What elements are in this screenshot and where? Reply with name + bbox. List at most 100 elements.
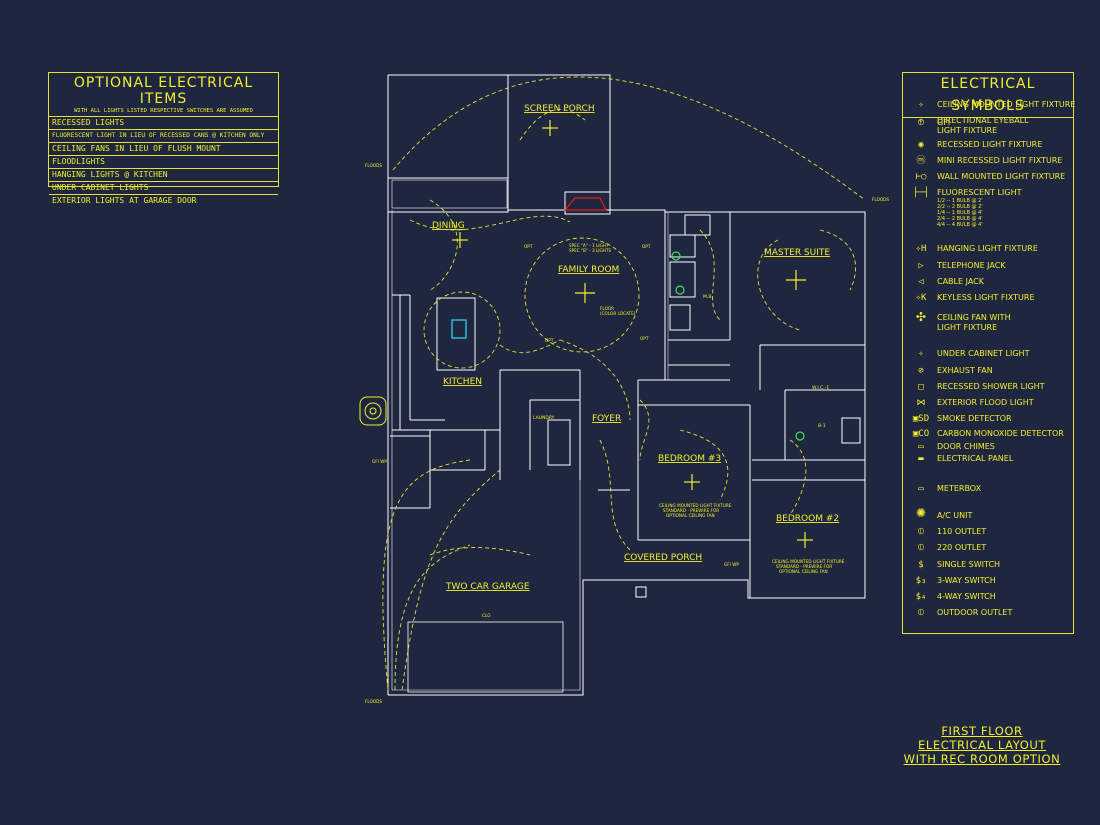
optional-item: RECESSED LIGHTS xyxy=(49,117,278,130)
color-locate-note: (COLOR LOCATE) xyxy=(600,311,636,316)
telephone-jack-icon: ▷ xyxy=(918,261,924,271)
outlet-220-icon: ⦶ xyxy=(917,543,925,553)
symbol-label: A/C UNIT xyxy=(937,511,972,521)
ceiling-note: OPTIONAL CEILING FAN xyxy=(779,569,828,574)
exhaust-fan-icon: ⊘ xyxy=(918,366,924,376)
symbol-label-line: SMOKE DETECTOR xyxy=(937,414,1012,423)
symbol-label-line: EXTERIOR FLOOD LIGHT xyxy=(937,398,1034,407)
room-label-kitchen: KITCHEN xyxy=(443,377,482,387)
spec-note: SPEC "A" - 1 LIGHT xyxy=(569,243,609,248)
symbol-label: 110 OUTLET xyxy=(937,527,986,537)
room-label-foyer: FOYER xyxy=(592,414,621,424)
optional-item: UNDER CABINET LIGHTS xyxy=(49,182,278,195)
symbol-label: 4-WAY SWITCH xyxy=(937,592,996,602)
floor-note: FLOOR xyxy=(600,306,614,311)
symbol-label-line: OUTDOOR OUTLET xyxy=(937,608,1013,617)
floor-plan: SCREEN PORCH DINING FAMILY ROOM MASTER S… xyxy=(359,74,889,704)
ceiling-note: OPTIONAL CEILING FAN xyxy=(666,513,715,518)
symbol-sub-note: 1/4 -- 1 BULB @ 4' xyxy=(937,210,983,216)
symbol-label: RECESSED SHOWER LIGHT xyxy=(937,382,1045,392)
optional-items-subtitle: WITH ALL LIGHTS LISTED RESPECTIVE SWITCH… xyxy=(49,107,278,117)
opt-note: OPT xyxy=(524,244,533,249)
fireplace-outline xyxy=(563,197,607,211)
opt-note: OPT xyxy=(545,338,554,343)
symbol-label: SINGLE SWITCH xyxy=(937,560,1000,570)
ceiling-note: STANDARD - PREWIRE FOR xyxy=(776,564,832,569)
electrical-panel-icon: ▬ xyxy=(918,454,924,464)
room-label-bedroom-3: BEDROOM #3 xyxy=(658,454,721,464)
symbol-label: CARBON MONOXIDE DETECTOR xyxy=(937,429,1064,439)
symbol-label: RECESSED LIGHT FIXTURE xyxy=(937,140,1042,150)
island-sink-outline xyxy=(451,319,467,339)
room-label-wic: W.I.C.-1 xyxy=(812,385,829,391)
mini-recessed-light-icon: ⓜ xyxy=(916,156,926,166)
symbol-label: METERBOX xyxy=(937,484,981,494)
clg-note: CLG xyxy=(482,613,491,618)
outdoor-outlet-icon: ⦶ xyxy=(917,608,925,618)
bath-fixture-marker xyxy=(675,285,685,295)
symbol-label-line: 3-WAY SWITCH xyxy=(937,576,996,585)
optional-item: HANGING LIGHTS @ KITCHEN xyxy=(49,169,278,182)
symbol-label: DOOR CHIMES xyxy=(937,442,995,452)
door-chimes-icon: ▭ xyxy=(918,442,924,452)
symbol-label-line: RECESSED LIGHT FIXTURE xyxy=(937,140,1043,149)
symbol-sub-note: 2/4 -- 2 BULB @ 4' xyxy=(937,216,983,222)
symbol-label-line: DIRECTIONAL EYEBALL xyxy=(937,116,1029,125)
symbol-label-line: LIGHT FIXTURE xyxy=(937,323,998,332)
symbol-sub-note: 2/2 -- 2 BULB @ 2' xyxy=(937,204,983,210)
symbol-label-line: 110 OUTLET xyxy=(937,527,987,536)
opt-note: OPT xyxy=(640,336,649,341)
flood-light-icon: ⋈ xyxy=(916,398,926,408)
symbol-label-line: MINI RECESSED LIGHT FIXTURE xyxy=(937,156,1063,165)
symbol-label: CEILING MOUNTED LIGHT FIXTURE xyxy=(937,100,1075,110)
four-way-switch-icon: $₄ xyxy=(915,592,927,602)
symbol-label: SMOKE DETECTOR xyxy=(937,414,1012,424)
ceiling-light-icon: ✧ xyxy=(918,100,924,110)
room-label-bath-1: B-1 xyxy=(818,423,826,429)
room-label-garage: TWO CAR GARAGE xyxy=(445,582,530,592)
symbol-label: KEYLESS LIGHT FIXTURE xyxy=(937,293,1035,303)
room-label-screen-porch: SCREEN PORCH xyxy=(524,104,595,114)
floods-note: FLOODS xyxy=(872,197,889,202)
fluorescent-light-icon: ├─┤ xyxy=(912,188,930,198)
exterior-walls xyxy=(387,74,866,696)
wiring-lines xyxy=(382,76,866,691)
symbol-label-line: 220 OUTLET xyxy=(937,543,987,552)
spec-note: SPEC "B" - 3 LIGHTS xyxy=(569,248,611,253)
symbol-label-line: CEILING FAN WITH xyxy=(937,313,1011,322)
floods-note: FLOODS xyxy=(365,699,382,704)
eyeball-light-icon: ✧ xyxy=(918,116,924,126)
symbol-label-line: METERBOX xyxy=(937,484,982,493)
bath-fixture-marker xyxy=(671,251,681,261)
keyless-light-icon: ✧K xyxy=(915,293,927,303)
room-label-covered-porch: COVERED PORCH xyxy=(624,553,702,563)
optional-item: EXTERIOR LIGHTS AT GARAGE DOOR xyxy=(52,196,197,205)
symbol-label-line: HANGING LIGHT FIXTURE xyxy=(937,244,1038,253)
room-label-bedroom-2: BEDROOM #2 xyxy=(776,514,839,524)
symbol-label-line: LIGHT FIXTURE xyxy=(937,126,998,135)
optional-item: FLOODLIGHTS xyxy=(49,156,278,169)
recessed-shower-light-icon: □ xyxy=(918,382,924,392)
symbol-label-line: KEYLESS LIGHT FIXTURE xyxy=(937,293,1035,302)
optional-item: CEILING FANS IN LIEU OF FLUSH MOUNT xyxy=(49,143,278,156)
gfi-wp-note: GFI WP xyxy=(724,562,739,567)
symbol-label-line: DOOR CHIMES xyxy=(937,442,995,451)
symbol-label-line: GFI xyxy=(937,118,951,127)
symbol-label-line: WALL MOUNTED LIGHT FIXTURE xyxy=(937,172,1066,181)
gfi-icon: ⦶ xyxy=(917,118,925,128)
room-label-master-suite: MASTER SUITE xyxy=(764,248,830,258)
ceiling-note: STANDARD - PREWIRE FOR xyxy=(663,508,719,513)
wall-light-icon: ⊢○ xyxy=(915,172,927,182)
hanging-light-icon: ✧H xyxy=(915,244,927,254)
bath-fixture-marker xyxy=(795,431,805,441)
symbol-label-line: FLUORESCENT LIGHT xyxy=(937,188,1022,197)
symbol-label-line: CEILING MOUNTED LIGHT FIXTURE xyxy=(937,100,1076,109)
symbol-label-line: RECESSED SHOWER LIGHT xyxy=(937,382,1045,391)
symbol-label-line: TELEPHONE JACK xyxy=(937,261,1006,270)
symbol-label-line: UNDER CABINET LIGHT xyxy=(937,349,1030,358)
symbol-label-line: EXHAUST FAN xyxy=(937,366,993,375)
optional-item: FLUORESCENT LIGHT IN LIEU OF RECESSED CA… xyxy=(49,130,278,143)
